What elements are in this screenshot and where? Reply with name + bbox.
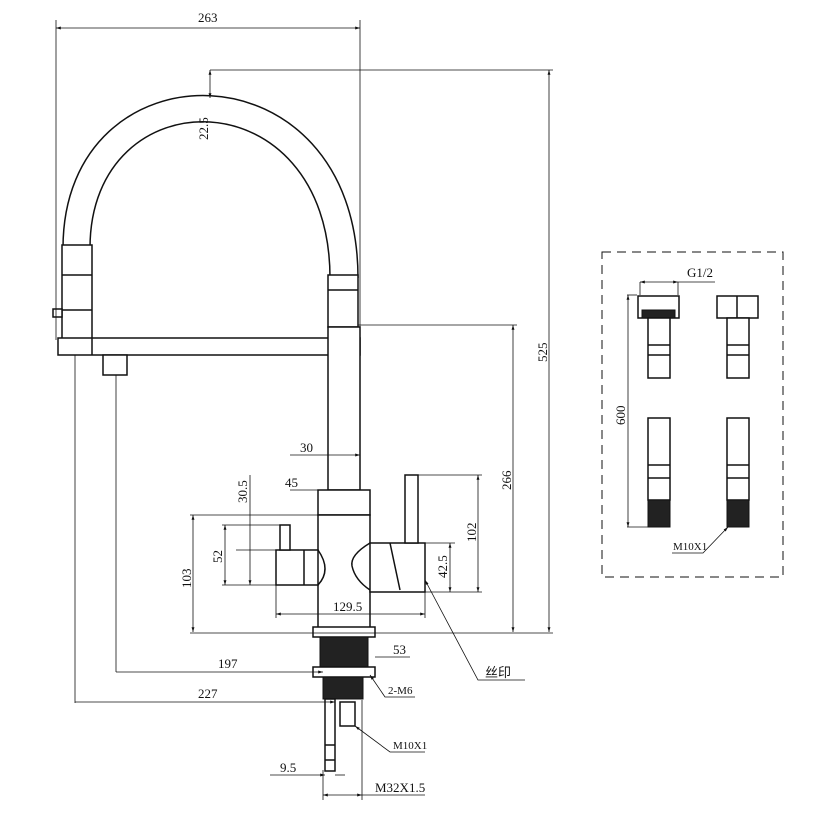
dimension-lines: [56, 26, 551, 797]
dim-body-width: 45: [285, 475, 298, 490]
dim-column-width: 30: [300, 440, 313, 455]
dim-pipe-diameter: 9.5: [280, 760, 296, 775]
callout-shank-thread: M32X1.5: [375, 780, 425, 795]
dim-spout-height: 266: [499, 470, 514, 490]
dim-handle-span: 129.5: [333, 599, 362, 614]
callout-inlet-thread: M10X1: [393, 740, 427, 752]
extension-lines: [55, 20, 553, 800]
dim-handle-height: 52: [210, 550, 225, 563]
hose-end-thread: M10X1: [673, 541, 707, 553]
callout-print-mark: 丝印: [485, 665, 511, 680]
hose-detail-panel: [601, 251, 784, 578]
hose-length: 600: [613, 406, 628, 426]
dim-sprayer-reach: 227: [198, 686, 218, 701]
dim-total-height: 525: [535, 343, 550, 363]
faucet-outline: [52, 95, 426, 772]
dim-handle-offset: 30.5: [235, 480, 250, 503]
hose-nut-thread: G1/2: [687, 265, 713, 280]
dim-total-reach: 263: [198, 10, 218, 25]
dim-mixer-height: 42.5: [435, 555, 450, 578]
dim-lever-height: 102: [464, 523, 479, 543]
dim-base-diameter: 53: [393, 642, 406, 657]
callout-mount-bolts: 2-M6: [388, 685, 413, 697]
dim-nozzle-reach: 197: [218, 656, 238, 671]
dim-body-height: 103: [179, 569, 194, 589]
dim-hose-diameter: 22.5: [196, 117, 211, 140]
